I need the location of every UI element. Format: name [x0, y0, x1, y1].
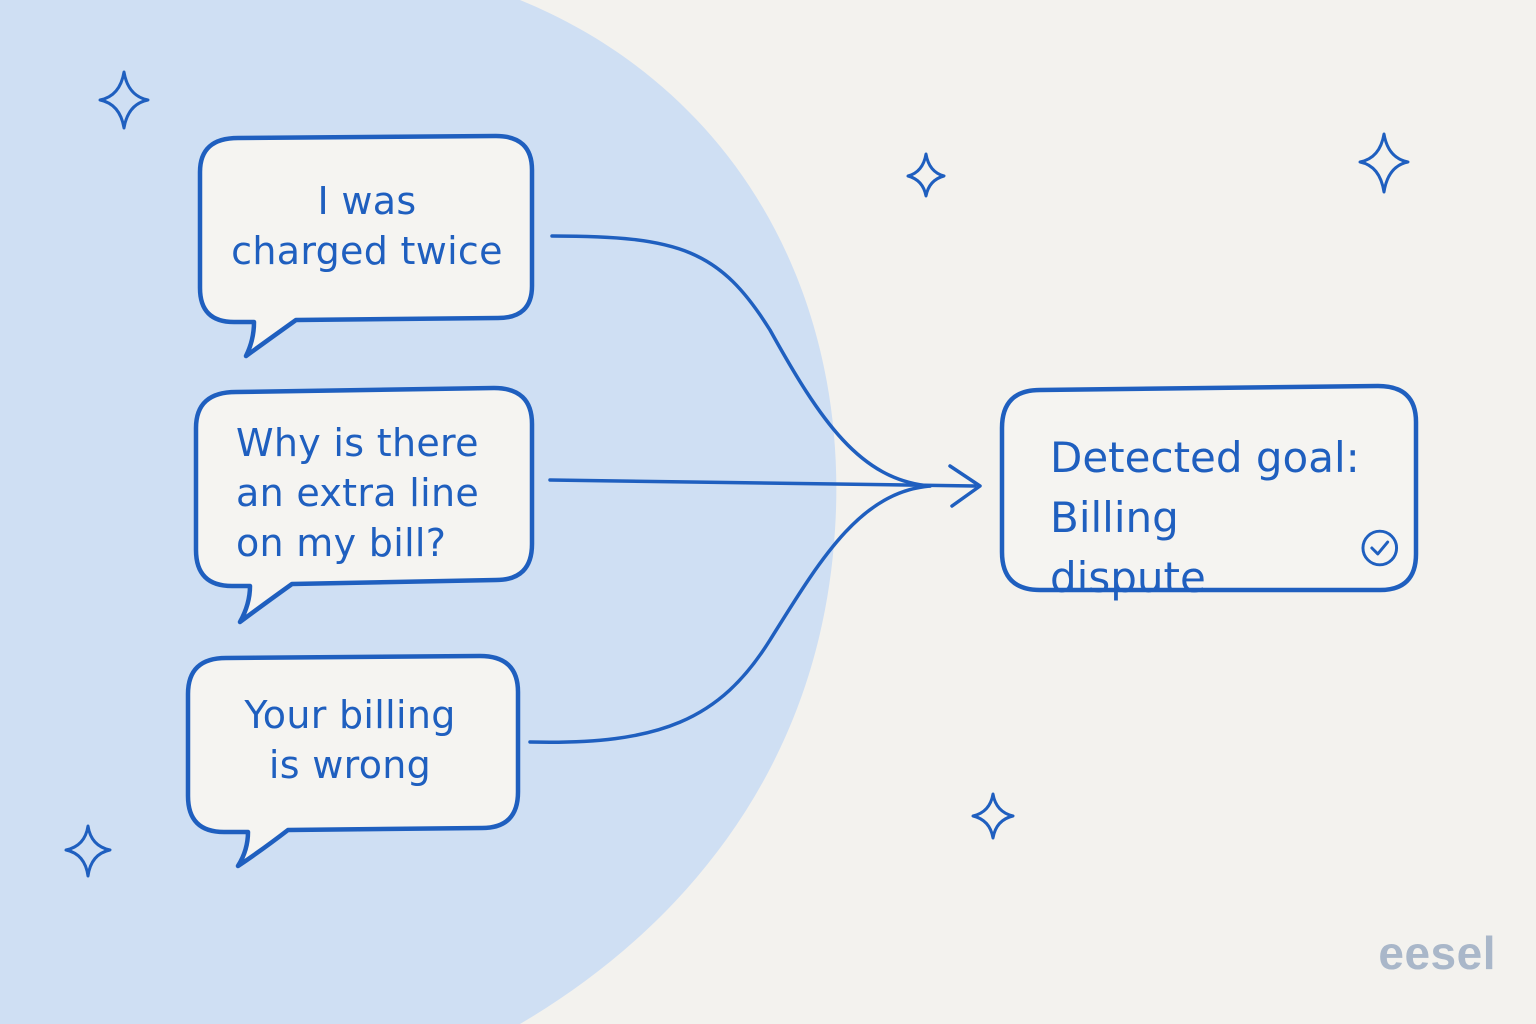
- bubble-line: charged twice: [231, 229, 503, 273]
- bubble-line: is wrong: [268, 743, 432, 787]
- arrow-head: [948, 464, 982, 508]
- bubble-line: on my bill?: [236, 521, 447, 565]
- bubble-text-billing-wrong: Your billing is wrong: [200, 690, 500, 790]
- speech-bubble-charged-twice: [197, 133, 535, 359]
- sparkle-icon: [1358, 132, 1410, 194]
- sparkle-icon: [98, 70, 150, 130]
- bubble-line: Your billing: [244, 693, 456, 737]
- bubble-line: I was: [317, 179, 417, 223]
- check-circle-icon: [1361, 529, 1399, 567]
- bubble-line: an extra line: [236, 471, 480, 515]
- goal-text: Detected goal: Billing dispute: [1050, 428, 1400, 608]
- goal-value-row: Billing dispute: [1050, 488, 1400, 608]
- connector-line-top: [550, 234, 932, 488]
- sparkle-icon: [906, 152, 946, 198]
- bubble-line: Why is there: [236, 421, 479, 465]
- bubble-text-charged-twice: I was charged twice: [212, 176, 522, 276]
- connector-line-middle: [548, 478, 977, 488]
- sparkle-icon: [64, 824, 112, 878]
- bubble-text-extra-line: Why is there an extra line on my bill?: [236, 418, 526, 568]
- speech-bubble-billing-wrong: [185, 653, 521, 869]
- speech-bubble-extra-line: [193, 385, 535, 625]
- goal-label: Detected goal:: [1050, 433, 1360, 482]
- goal-box: [999, 383, 1419, 593]
- brand-logo: eesel: [1378, 927, 1496, 979]
- connector-line-bottom: [528, 484, 932, 744]
- sparkle-icon: [971, 792, 1015, 840]
- goal-value: Billing dispute: [1050, 493, 1206, 602]
